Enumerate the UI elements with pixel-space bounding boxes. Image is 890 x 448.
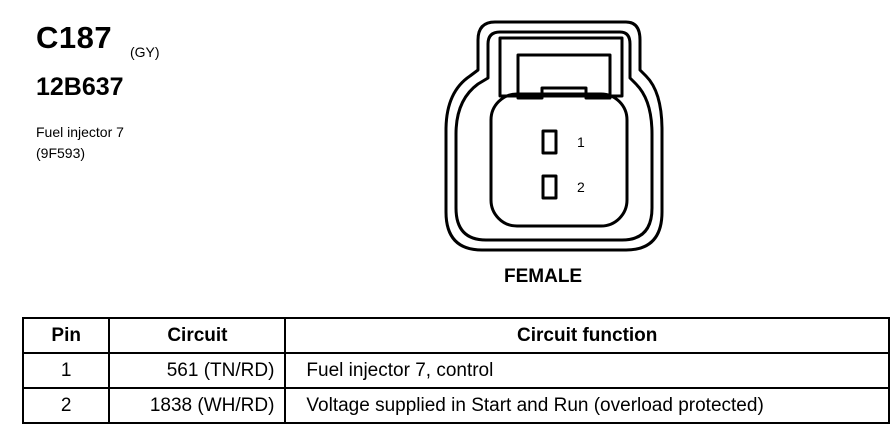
connector-inner-shell — [454, 30, 654, 242]
pin-face — [489, 92, 629, 228]
header-circuit-function: Circuit function — [284, 317, 890, 354]
component-description: Fuel injector 7 — [36, 124, 124, 140]
header-circuit: Circuit — [108, 317, 287, 354]
cell-circuit-function: Voltage supplied in Start and Run (overl… — [284, 387, 890, 424]
connector-outer-shell — [444, 20, 664, 252]
cell-circuit: 1838 (WH/RD) — [108, 387, 287, 424]
cell-circuit: 561 (TN/RD) — [108, 352, 287, 389]
part-number: 12B637 — [36, 73, 124, 101]
connector-face-diagram: 1 2 — [444, 20, 664, 252]
connector-id: C187 — [36, 20, 113, 55]
cell-pin: 1 — [21, 352, 111, 389]
table-header-row: Pin Circuit Circuit function — [21, 317, 890, 354]
pin-cavity-2 — [541, 174, 558, 200]
pin-label-1: 1 — [577, 134, 585, 150]
connector-gender-label: FEMALE — [504, 266, 583, 287]
pin-cavity-1 — [541, 129, 558, 155]
component-code: (9F593) — [36, 145, 86, 161]
cell-circuit-function: Fuel injector 7, control — [284, 352, 890, 389]
locking-tab — [516, 53, 612, 100]
connector-color: (GY) — [130, 44, 160, 60]
table-row: 2 1838 (WH/RD) Voltage supplied in Start… — [21, 387, 890, 424]
header-pin: Pin — [21, 317, 111, 354]
table-row: 1 561 (TN/RD) Fuel injector 7, control — [21, 352, 890, 389]
pin-label-2: 2 — [577, 179, 585, 195]
cell-pin: 2 — [21, 387, 111, 424]
pinout-table: Pin Circuit Circuit function 1 561 (TN/R… — [21, 317, 890, 424]
locking-tab-frame — [498, 36, 624, 98]
